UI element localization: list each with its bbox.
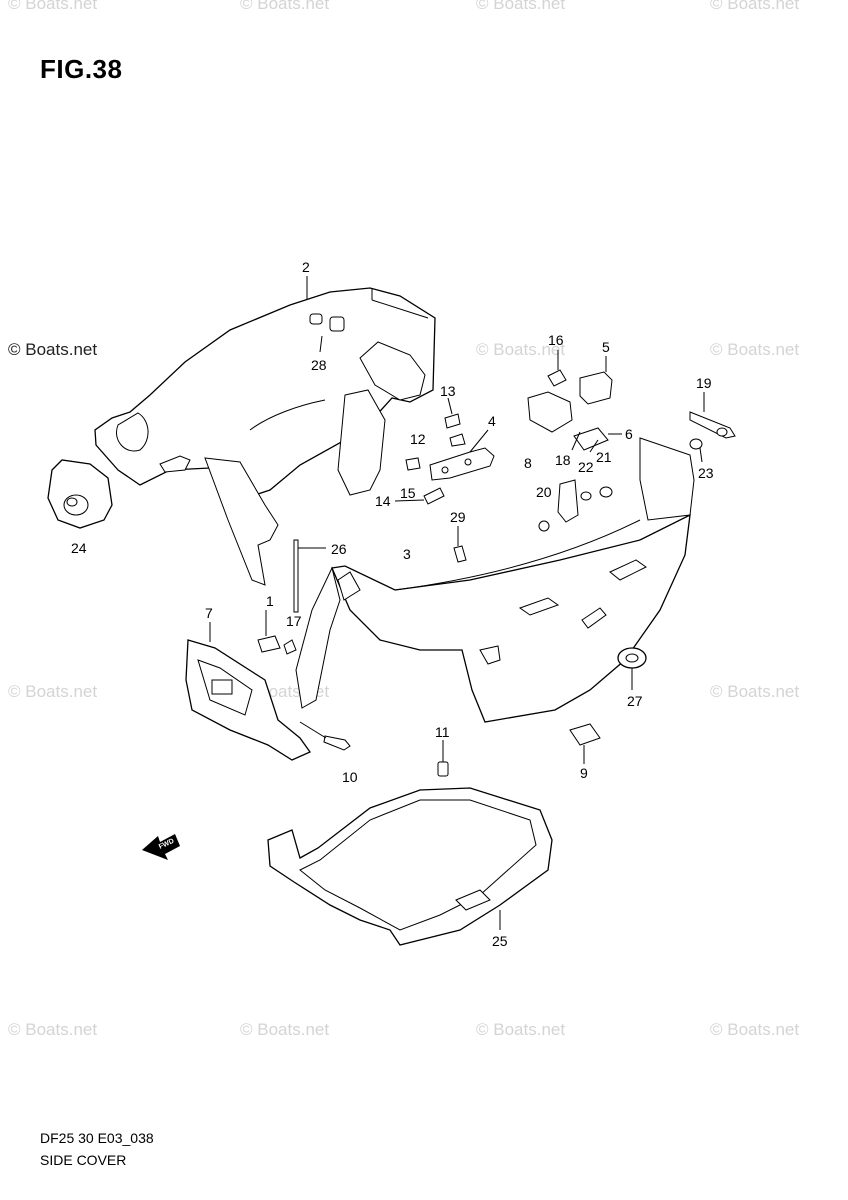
part-9-clip[interactable] — [569, 723, 601, 764]
callout-23: 23 — [698, 465, 714, 481]
callout-28: 28 — [311, 357, 327, 373]
callout-8: 8 — [524, 455, 532, 471]
callout-4: 4 — [488, 413, 496, 429]
callout-19: 19 — [696, 375, 712, 391]
part-19-lever[interactable] — [689, 392, 736, 439]
part-14-screw[interactable] — [394, 487, 445, 505]
watermark: © Boats.net — [240, 0, 330, 13]
part-28-grommet[interactable] — [319, 335, 323, 353]
callout-20: 20 — [536, 484, 552, 500]
callout-3: 3 — [403, 546, 411, 562]
watermark-dark: © Boats.net — [8, 340, 98, 359]
part-5-hinge-plate[interactable] — [579, 356, 613, 405]
callout-16: 16 — [548, 332, 564, 348]
part-29-screw[interactable] — [453, 526, 467, 563]
figure-title: FIG.38 — [40, 54, 123, 84]
callout-22: 22 — [578, 459, 594, 475]
watermark: © Boats.net — [710, 0, 800, 13]
callout-29: 29 — [450, 509, 466, 525]
watermark: © Boats.net — [8, 682, 98, 701]
callout-18: 18 — [555, 452, 571, 468]
part-6-pad[interactable] — [573, 427, 622, 451]
callout-15: 15 — [400, 485, 416, 501]
part-4-bracket[interactable] — [429, 429, 495, 481]
callout-7: 7 — [205, 605, 213, 621]
part-13-bolt[interactable] — [444, 397, 461, 429]
watermark: © Boats.net — [8, 1020, 98, 1039]
drawing-code: DF25 30 E03_038 — [40, 1130, 154, 1146]
callout-27: 27 — [627, 693, 643, 709]
part-24-grommet[interactable] — [47, 459, 113, 529]
callout-1: 1 — [266, 593, 274, 609]
part-20-latch[interactable] — [538, 479, 579, 532]
watermark: © Boats.net — [476, 0, 566, 13]
callout-17: 17 — [286, 613, 302, 629]
watermark: © Boats.net — [710, 1020, 800, 1039]
part-1-clip[interactable] — [257, 610, 297, 655]
callout-21: 21 — [596, 449, 612, 465]
part-2-upper-side-cover[interactable] — [94, 287, 436, 586]
part-16-hinge[interactable] — [527, 350, 573, 433]
callout-13: 13 — [440, 383, 456, 399]
callout-12: 12 — [410, 431, 426, 447]
callout-25: 25 — [492, 933, 508, 949]
watermark: © Boats.net — [8, 0, 98, 13]
callout-26: 26 — [331, 541, 347, 557]
part-25-bottom-seal[interactable] — [267, 787, 553, 946]
callout-14: 14 — [375, 493, 391, 509]
callout-5: 5 — [602, 339, 610, 355]
part-26-strip[interactable] — [293, 539, 326, 613]
callout-6: 6 — [625, 426, 633, 442]
part-7-front-panel[interactable] — [185, 639, 311, 761]
watermark: © Boats.net — [710, 340, 800, 359]
part-12-bolt[interactable] — [405, 433, 466, 471]
callout-11: 11 — [435, 724, 450, 740]
fwd-arrow: FWD — [142, 834, 180, 860]
watermark: © Boats.net — [476, 340, 566, 359]
watermark: © Boats.net — [240, 1020, 330, 1039]
callout-10: 10 — [342, 769, 358, 785]
section-name: SIDE COVER — [40, 1152, 127, 1168]
part-11-grommet[interactable] — [437, 740, 449, 777]
part-22-washer[interactable] — [580, 491, 592, 501]
part-27-grommet[interactable] — [617, 647, 647, 690]
part-23-bushing[interactable] — [689, 438, 703, 463]
part-21-nut[interactable] — [599, 486, 613, 498]
callout-2: 2 — [302, 259, 310, 275]
part-10-bolt[interactable] — [299, 721, 351, 751]
part-3-lower-side-cover[interactable] — [295, 437, 695, 723]
callout-24: 24 — [71, 540, 87, 556]
watermark: © Boats.net — [710, 682, 800, 701]
watermark: © Boats.net — [476, 1020, 566, 1039]
callout-9: 9 — [580, 765, 588, 781]
